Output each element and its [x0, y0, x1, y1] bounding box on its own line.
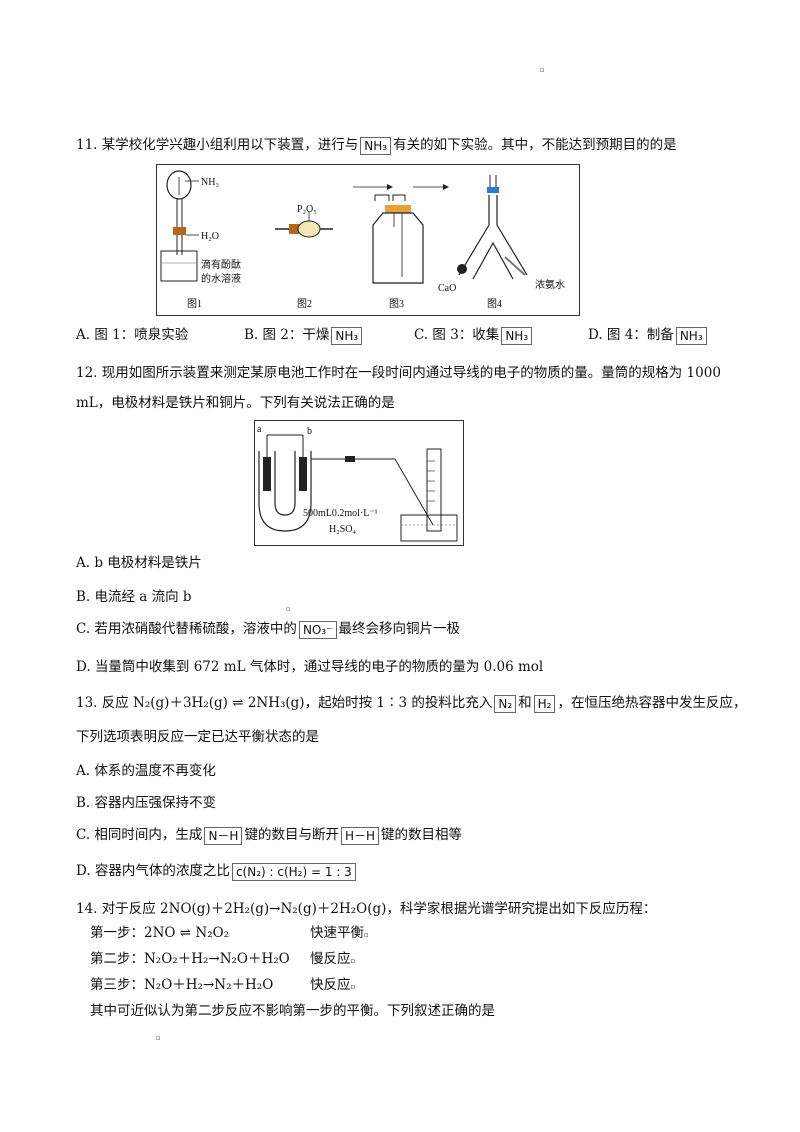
nh3-formula-box: NH₃ [360, 136, 392, 155]
q14-step3-rate: 快反应▫ [310, 976, 355, 996]
q14-step2-rate-text: 慢反应 [310, 951, 351, 967]
label-fig3: 图3 [389, 299, 404, 310]
q12-option-b: B. 电流经 a 流向 b [76, 589, 192, 605]
solution-label-line1: 500mL0.2mol·L⁻¹ [303, 508, 378, 519]
label-phenolphthalein-line1: 滴有酚酞 [201, 260, 241, 271]
q14-step2-rate: 慢反应▫ [310, 950, 355, 970]
q11-apparatus-drawing [160, 170, 528, 284]
electrode-label-a: a [257, 424, 262, 435]
label-fig1: 图1 [187, 299, 202, 310]
label-h2o-fig1: H₂O [201, 231, 219, 242]
q13-stem-text3: ，在恒压绝热容器中发生反应， [557, 695, 747, 711]
q14-step1-product: N₂O₂ [195, 925, 230, 941]
q14-step1-rate: 快速平衡▫ [310, 924, 369, 944]
q12-option-a: A. b 电极材料是铁片 [76, 555, 202, 571]
h-h-bond-box: H－H [340, 826, 380, 845]
q11-stem-part2: 有关的如下实验。其中，不能达到预期目的的是 [393, 137, 677, 153]
solution-label-line2: H₂SO₄ [329, 524, 356, 535]
label-fig4: 图4 [487, 299, 502, 310]
q13-option-a: A. 体系的温度不再变化 [76, 763, 216, 779]
q11-apparatus-figure: NH₃ H₂O 滴有酚酞 的水溶液 P₂O₅ CaO 浓氨水 图1 图2 图3 … [156, 164, 580, 316]
question-13-stem-line1: 13. 反应 N₂(g)＋3H₂(g) ⇌ 2NH₃(g)，起始时按 1∶3 的… [76, 694, 746, 713]
q13-stem-text1: 13. 反应 N₂(g)＋3H₂(g) [76, 695, 228, 711]
q12-option-d: D. 当量筒中收集到 672 mL 气体时，通过导线的电子的物质的量为 0.06… [76, 659, 544, 675]
equilibrium-arrow-icon: ⇌ [227, 695, 248, 711]
q11-option-b-box: NH₃ [331, 326, 363, 345]
q14-tail: 其中可近似认为第二步反应不影响第一步的平衡。下列叙述正确的是 [90, 1003, 495, 1019]
label-phenolphthalein-line2: 的水溶液 [201, 274, 241, 285]
question-12-stem-line2: mL，电极材料是铁片和铜片。下列有关说法正确的是 [76, 395, 395, 411]
q12-option-c-text2: 最终会移向铜片一极 [338, 621, 461, 637]
q13-option-c-text1: C. 相同时间内，生成 [76, 827, 203, 843]
q11-option-d-box: NH₃ [675, 326, 707, 345]
q13-stem-text2: 2NH₃(g)，起始时按 1∶3 的投料比充入 [247, 695, 493, 711]
nitrate-ion-box: NO₃⁻ [298, 620, 337, 639]
n-h-bond-box: N－H [204, 826, 243, 845]
question-13-stem-line2: 下列选项表明反应一定已达平衡状态的是 [76, 729, 319, 745]
label-fig2: 图2 [297, 299, 312, 310]
q12-cell-drawing [258, 434, 458, 542]
q14-step1-text: 第一步：2NO [90, 925, 176, 941]
small-square-mark: ▫ [540, 66, 545, 74]
q11-option-c-text: C. 图 3：收集 [414, 327, 500, 343]
q11-option-d-text: D. 图 4：制备 [588, 327, 674, 343]
q14-step3: 第三步：N₂O＋H₂→N₂＋H₂O [90, 977, 274, 993]
q11-option-c-box: NH₃ [501, 326, 533, 345]
q11-option-b-text: B. 图 2：干燥 [244, 327, 330, 343]
q13-option-c-text2: 键的数目与断开 [244, 827, 339, 843]
small-square-mark: ▫ [156, 1034, 161, 1042]
question-12-stem-line1: 12. 现用如图所示装置来测定某原电池工作时在一段时间内通过导线的电子的物质的量… [76, 365, 721, 381]
label-concentrated-ammonia: 浓氨水 [535, 280, 565, 291]
electrode-label-b: b [307, 426, 312, 437]
small-square-mark: ▫ [350, 983, 356, 991]
q11-option-a: A. 图 1：喷泉实验 [76, 327, 189, 343]
small-square-mark: ▫ [350, 957, 356, 965]
small-square-mark: ▫ [286, 605, 291, 613]
q14-step2: 第二步：N₂O₂＋H₂→N₂O＋H₂O [90, 951, 290, 967]
equilibrium-arrow-icon: ⇌ [175, 925, 196, 941]
q12-galvanic-cell-figure: a b 500mL0.2mol·L⁻¹ H₂SO₄ [254, 420, 464, 546]
small-square-mark: ▫ [364, 931, 369, 939]
n2-box: N₂ [494, 694, 517, 713]
q12-option-c-text1: C. 若用浓硝酸代替稀硫酸，溶液中的 [76, 621, 297, 637]
label-p2o5: P₂O₅ [297, 204, 317, 215]
q11-stem-part1: 11. 某学校化学兴趣小组利用以下装置，进行与 [76, 137, 359, 153]
label-cao: CaO [438, 283, 457, 294]
question-14-stem: 14. 对于反应 2NO(g)＋2H₂(g)→N₂(g)＋2H₂O(g)，科学家… [76, 901, 657, 917]
q13-and: 和 [518, 695, 532, 711]
q14-step1: 第一步：2NO ⇌ N₂O₂ [90, 924, 229, 942]
concentration-ratio-box: c(N₂) : c(H₂) = 1 : 3 [231, 862, 356, 881]
q13-option-c-text3: 键的数目相等 [381, 827, 463, 843]
q13-option-d-text: D. 容器内气体的浓度之比 [76, 863, 230, 879]
q14-step1-rate-text: 快速平衡 [310, 925, 364, 941]
h2-box: H₂ [533, 694, 556, 713]
q14-step3-rate-text: 快反应 [310, 977, 351, 993]
q13-option-b: B. 容器内压强保持不变 [76, 795, 217, 811]
label-nh3-fig1: NH₃ [201, 177, 219, 188]
